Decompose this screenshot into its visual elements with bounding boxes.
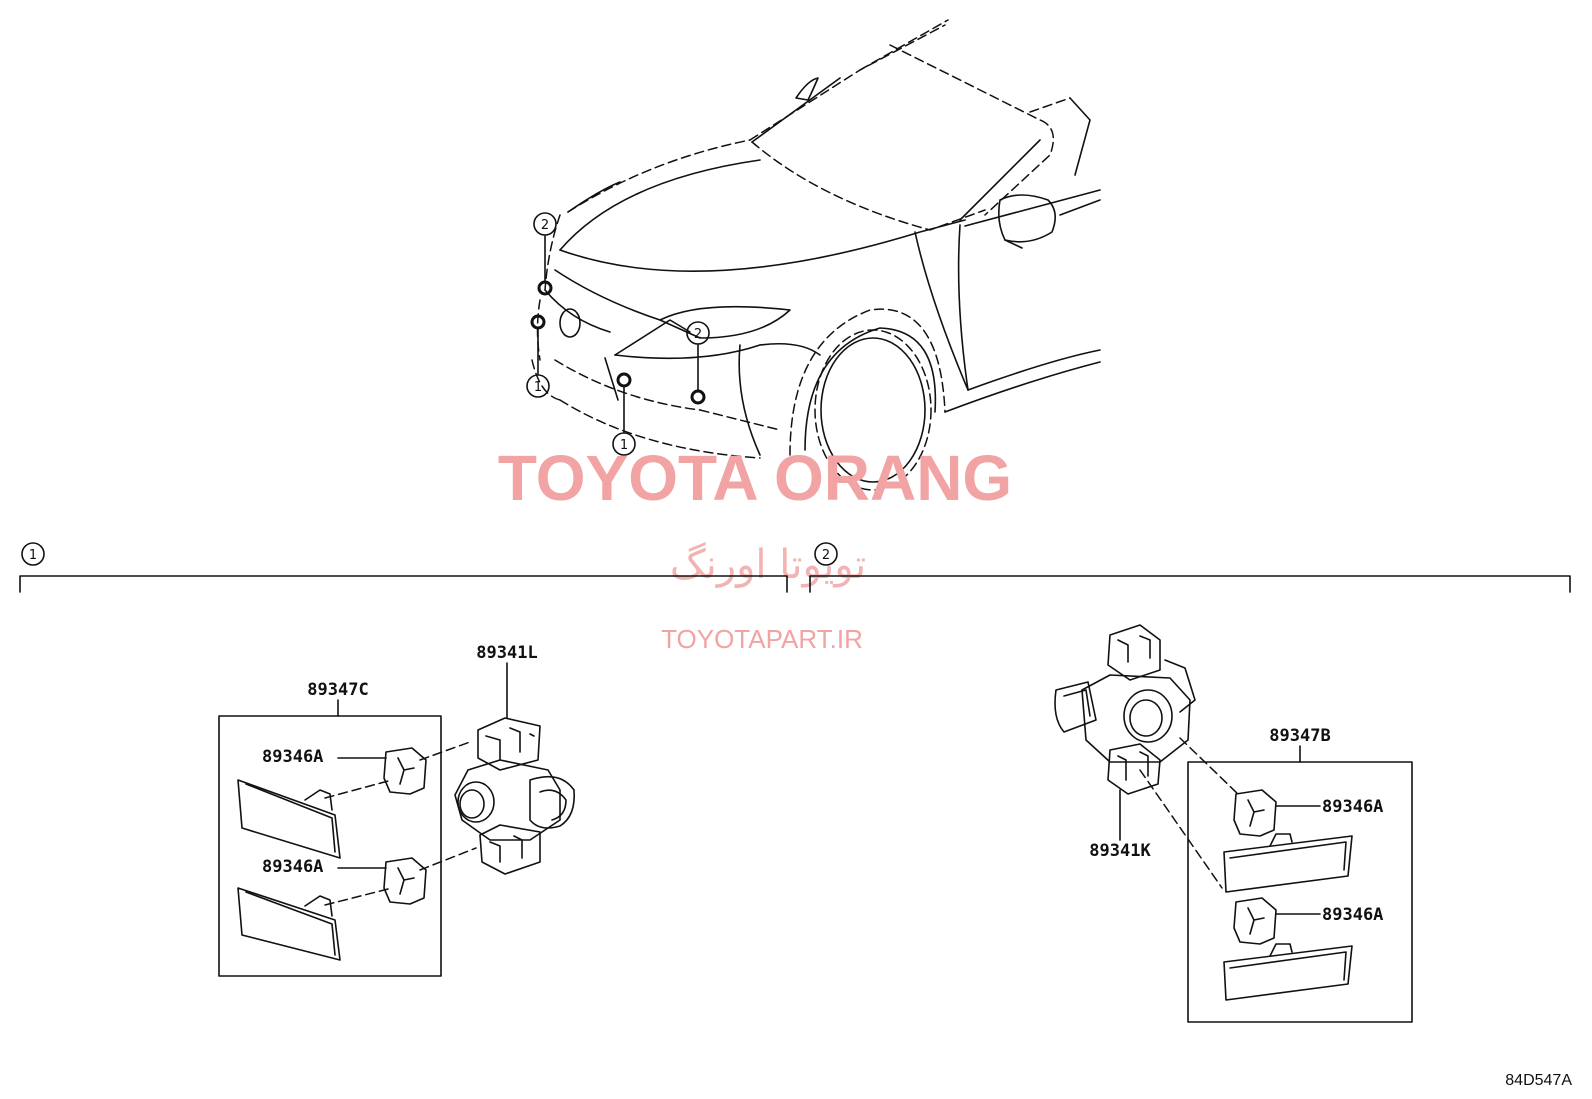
part-label-89347c: 89347C xyxy=(307,680,368,700)
callout-label-1-center: 1 xyxy=(620,438,628,453)
watermark-url: TOYOTAPART.IR xyxy=(661,624,863,654)
retainer-left-lower xyxy=(383,857,427,905)
car-front-illustration xyxy=(531,19,1101,491)
section-brackets: 1 2 xyxy=(19,542,1571,593)
retainer-left-upper xyxy=(383,747,427,795)
cover-right-upper xyxy=(1223,835,1353,893)
section-marker-1-circle xyxy=(21,542,45,566)
callout-label-1-left: 1 xyxy=(534,380,542,395)
section-marker-2-circle xyxy=(814,542,838,566)
illustration-code: 84D547A xyxy=(1505,1072,1572,1089)
part-label-89341l: 89341L xyxy=(476,643,537,663)
cover-left-lower xyxy=(237,887,341,961)
part-label-89346a-right-lower: 89346A xyxy=(1322,905,1383,925)
callout-circle-2-center xyxy=(686,321,710,345)
sensor-89341l xyxy=(454,662,576,875)
retainer-kit-left-box xyxy=(218,715,442,977)
part-label-89346a-left-upper: 89346A xyxy=(262,747,323,767)
callout-circle-2-upper xyxy=(533,212,557,236)
part-label-89341k: 89341K xyxy=(1089,841,1151,861)
retainer-right-lower xyxy=(1233,897,1277,945)
callout-label-2-center: 2 xyxy=(694,327,702,342)
sensor-location-markers: 2 1 1 2 xyxy=(526,212,710,456)
callout-circle-1-left xyxy=(526,374,550,398)
callout-label-2-upper: 2 xyxy=(541,218,549,233)
section-marker-2: 2 xyxy=(822,548,830,563)
sensor-marker-inner-left xyxy=(616,372,632,388)
watermark-title: TOYOTA ORANG xyxy=(498,442,1012,514)
sensor-89341k xyxy=(1054,624,1196,841)
part-label-89346a-left-lower: 89346A xyxy=(262,857,323,877)
callout-circle-1-center xyxy=(612,432,636,456)
watermark-title-fa: تویوتا اورنگ xyxy=(670,542,866,588)
watermark: TOYOTA ORANG تویوتا اورنگ TOYOTAPART.IR xyxy=(498,442,1012,654)
right-assembly: 89341K 89347B 89346A 89346A xyxy=(1054,624,1413,1023)
retainer-right-upper xyxy=(1233,789,1277,837)
section-marker-1: 1 xyxy=(29,548,37,563)
part-label-89346a-right-upper: 89346A xyxy=(1322,797,1383,817)
cover-right-lower xyxy=(1223,945,1353,1001)
cover-left-upper xyxy=(237,779,341,859)
part-label-89347b: 89347B xyxy=(1269,726,1330,746)
left-assembly: 89347C 89346A 89346A xyxy=(218,643,576,977)
sensor-marker-inner-right xyxy=(690,389,706,405)
